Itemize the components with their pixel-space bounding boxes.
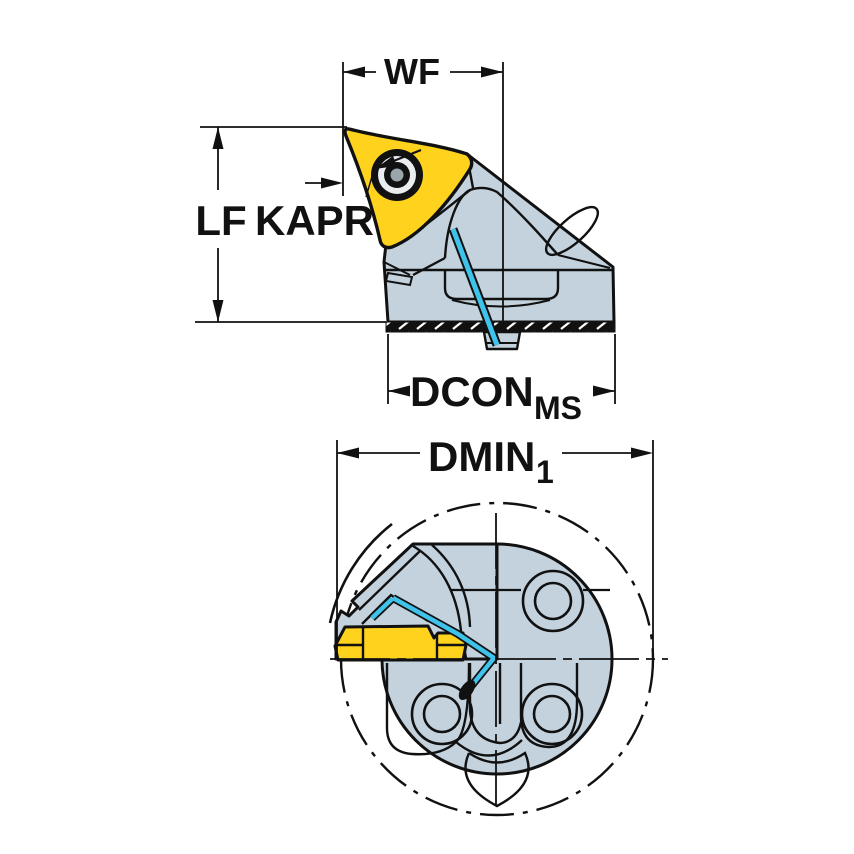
insert-screw-icon [371, 149, 423, 201]
arrowhead-up-icon [212, 127, 224, 149]
kapr-dimension: KAPR [255, 177, 374, 244]
arrowhead-right-icon [321, 177, 343, 189]
bolt-hole [410, 682, 474, 746]
arrowhead-right-icon [481, 66, 503, 78]
coolant-drop [458, 679, 476, 701]
label-dmin-subscript: 1 [536, 454, 554, 490]
serrated-base [385, 321, 616, 333]
wf-dimension: WF [342, 51, 503, 196]
side-view-dimensions: WF LF KAPR DCON MS [195, 51, 616, 426]
arrowhead-left-icon [343, 66, 365, 78]
label-dmin: DMIN [428, 433, 535, 480]
dmin-dimension: DMIN 1 [336, 433, 654, 660]
coolant-channels [370, 596, 497, 691]
label-kapr: KAPR [255, 197, 374, 244]
label-dcon: DCON [410, 368, 534, 415]
front-view: DMIN 1 [328, 433, 668, 817]
arrowhead-right-icon [593, 385, 615, 397]
bolt-hole [521, 569, 585, 633]
side-view [343, 62, 616, 351]
body-detail-lines [383, 155, 613, 308]
arrowhead-left-icon [388, 385, 410, 397]
label-dcon-subscript: MS [534, 390, 582, 426]
arrowhead-down-icon [212, 300, 224, 322]
label-wf: WF [384, 51, 440, 92]
pocket-detail-lines [385, 662, 579, 808]
label-lf: LF [195, 197, 246, 244]
lf-dimension: LF [195, 126, 386, 323]
dcon-dimension: DCON MS [387, 334, 616, 426]
arrowhead-right-icon [631, 447, 653, 459]
arrowhead-left-icon [337, 447, 359, 459]
edge-leader-arrow-icon [365, 148, 422, 198]
cutting-sweep-arc [328, 522, 393, 624]
coolant-channel [450, 228, 500, 346]
